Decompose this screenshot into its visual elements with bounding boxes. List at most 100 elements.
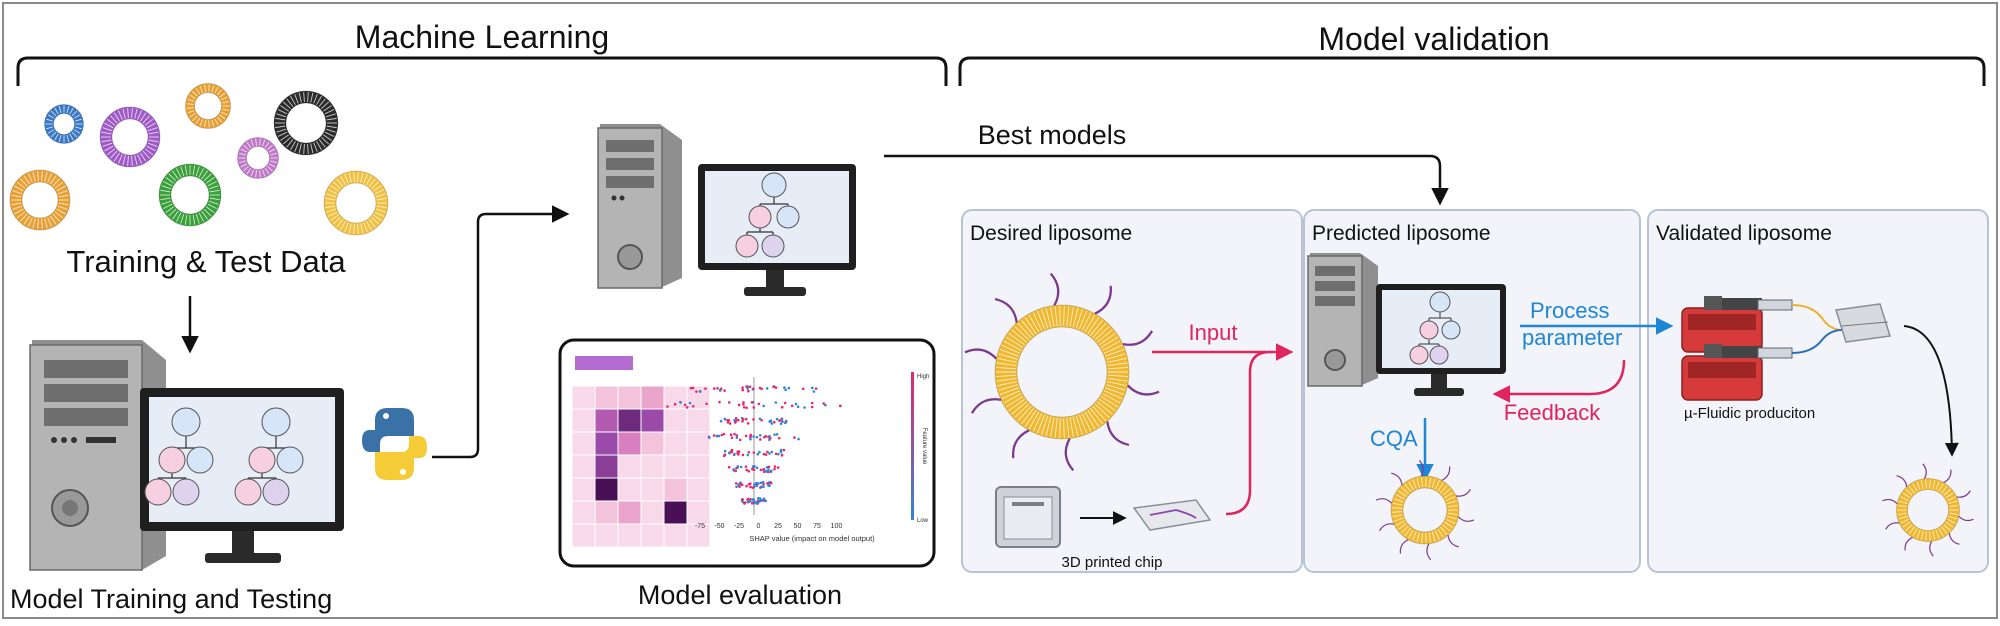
python-logo-icon (362, 408, 427, 480)
shap-point (745, 485, 748, 488)
shap-point (741, 386, 744, 389)
shap-point (776, 418, 779, 421)
shap-point (745, 385, 748, 388)
shap-point (780, 422, 783, 425)
training-computer-icon (30, 340, 344, 570)
shap-point (783, 386, 786, 389)
shap-point (735, 482, 738, 485)
shap-point (741, 389, 744, 392)
shap-point (748, 470, 751, 473)
panel-predicted-title: Predicted liposome (1312, 222, 1491, 245)
heatmap-cell (618, 524, 641, 547)
shap-point (720, 420, 723, 423)
heatmap-cell (664, 409, 687, 432)
shap-point (768, 485, 771, 488)
section-title-machine-learning: Machine Learning (355, 19, 609, 55)
heatmap-cell (687, 409, 710, 432)
shap-point (739, 439, 742, 442)
shap-point (811, 402, 814, 405)
shap-point (743, 406, 746, 409)
shap-point (757, 497, 760, 500)
shap-point (758, 403, 761, 406)
shap-point (746, 454, 749, 457)
heatmap-cell (687, 455, 710, 478)
shap-point (773, 468, 776, 471)
3d-printer-icon (996, 487, 1060, 547)
input-label: Input (1189, 320, 1238, 345)
shap-point (763, 453, 766, 456)
printed-chip-label: 3D printed chip (1062, 554, 1163, 571)
process-parameter-label-1: Process (1530, 298, 1609, 323)
shap-point (753, 451, 756, 454)
heatmap-cell (572, 478, 595, 501)
shap-point (704, 387, 707, 390)
shap-point (724, 450, 727, 453)
shap-point (766, 387, 769, 390)
evaluation-computer-icon (598, 124, 856, 296)
heatmap-cell (641, 432, 664, 455)
shap-point (793, 436, 796, 439)
shap-point (733, 433, 736, 436)
shap-point (690, 387, 693, 390)
heatmap-cell (572, 386, 595, 409)
shap-point (756, 502, 759, 505)
shap-point (765, 470, 768, 473)
shap-point (775, 386, 778, 389)
shap-point (684, 404, 687, 407)
shap-point (784, 402, 787, 405)
shap-point (788, 387, 791, 390)
shap-point (723, 389, 726, 392)
shap-point (729, 422, 732, 425)
shap-point (772, 386, 775, 389)
training-liposome-6 (159, 164, 221, 226)
shap-point (756, 466, 759, 469)
shap-point (724, 418, 727, 421)
shap-point (797, 405, 800, 408)
heatmap-cell (664, 455, 687, 478)
shap-point (728, 466, 731, 469)
shap-point (771, 451, 774, 454)
shap-point (756, 436, 759, 439)
shap-point (742, 454, 745, 457)
heatmap-cell (618, 478, 641, 501)
shap-point (759, 438, 762, 441)
shap-point (811, 387, 814, 390)
training-liposome-7 (10, 170, 70, 230)
heatmap-cell (572, 409, 595, 432)
shap-point (773, 421, 776, 424)
shap-point (778, 437, 781, 440)
section-title-model-validation: Model validation (1318, 21, 1549, 57)
shap-point (777, 466, 780, 469)
training-liposome-2 (100, 107, 160, 167)
shap-point (752, 406, 755, 409)
heatmap-cell (641, 501, 664, 524)
shap-point (773, 433, 776, 436)
heatmap-cell (595, 409, 618, 432)
shap-point (775, 401, 778, 404)
shap-point (752, 435, 755, 438)
shap-point (721, 434, 724, 437)
shap-point (777, 453, 780, 456)
heatmap-cell (572, 455, 595, 478)
shap-point (815, 387, 818, 390)
shap-point (750, 434, 753, 437)
shap-point (734, 470, 737, 473)
shap-point (730, 433, 733, 436)
shap-point (731, 436, 734, 439)
shap-point (839, 405, 842, 408)
shap-point (811, 406, 814, 409)
heatmap-cell (687, 386, 710, 409)
shap-point (745, 407, 748, 410)
training-liposome-4 (274, 91, 338, 155)
shap-point (752, 418, 755, 421)
shap-point (747, 422, 750, 425)
bracket-machine-learning (18, 58, 946, 86)
shap-point (780, 419, 783, 422)
shap-point (770, 422, 773, 425)
heatmap-cell (595, 386, 618, 409)
training-test-data-label: Training & Test Data (66, 244, 346, 279)
shap-point (785, 420, 788, 423)
shap-point (699, 390, 702, 393)
shap-point (768, 435, 771, 438)
